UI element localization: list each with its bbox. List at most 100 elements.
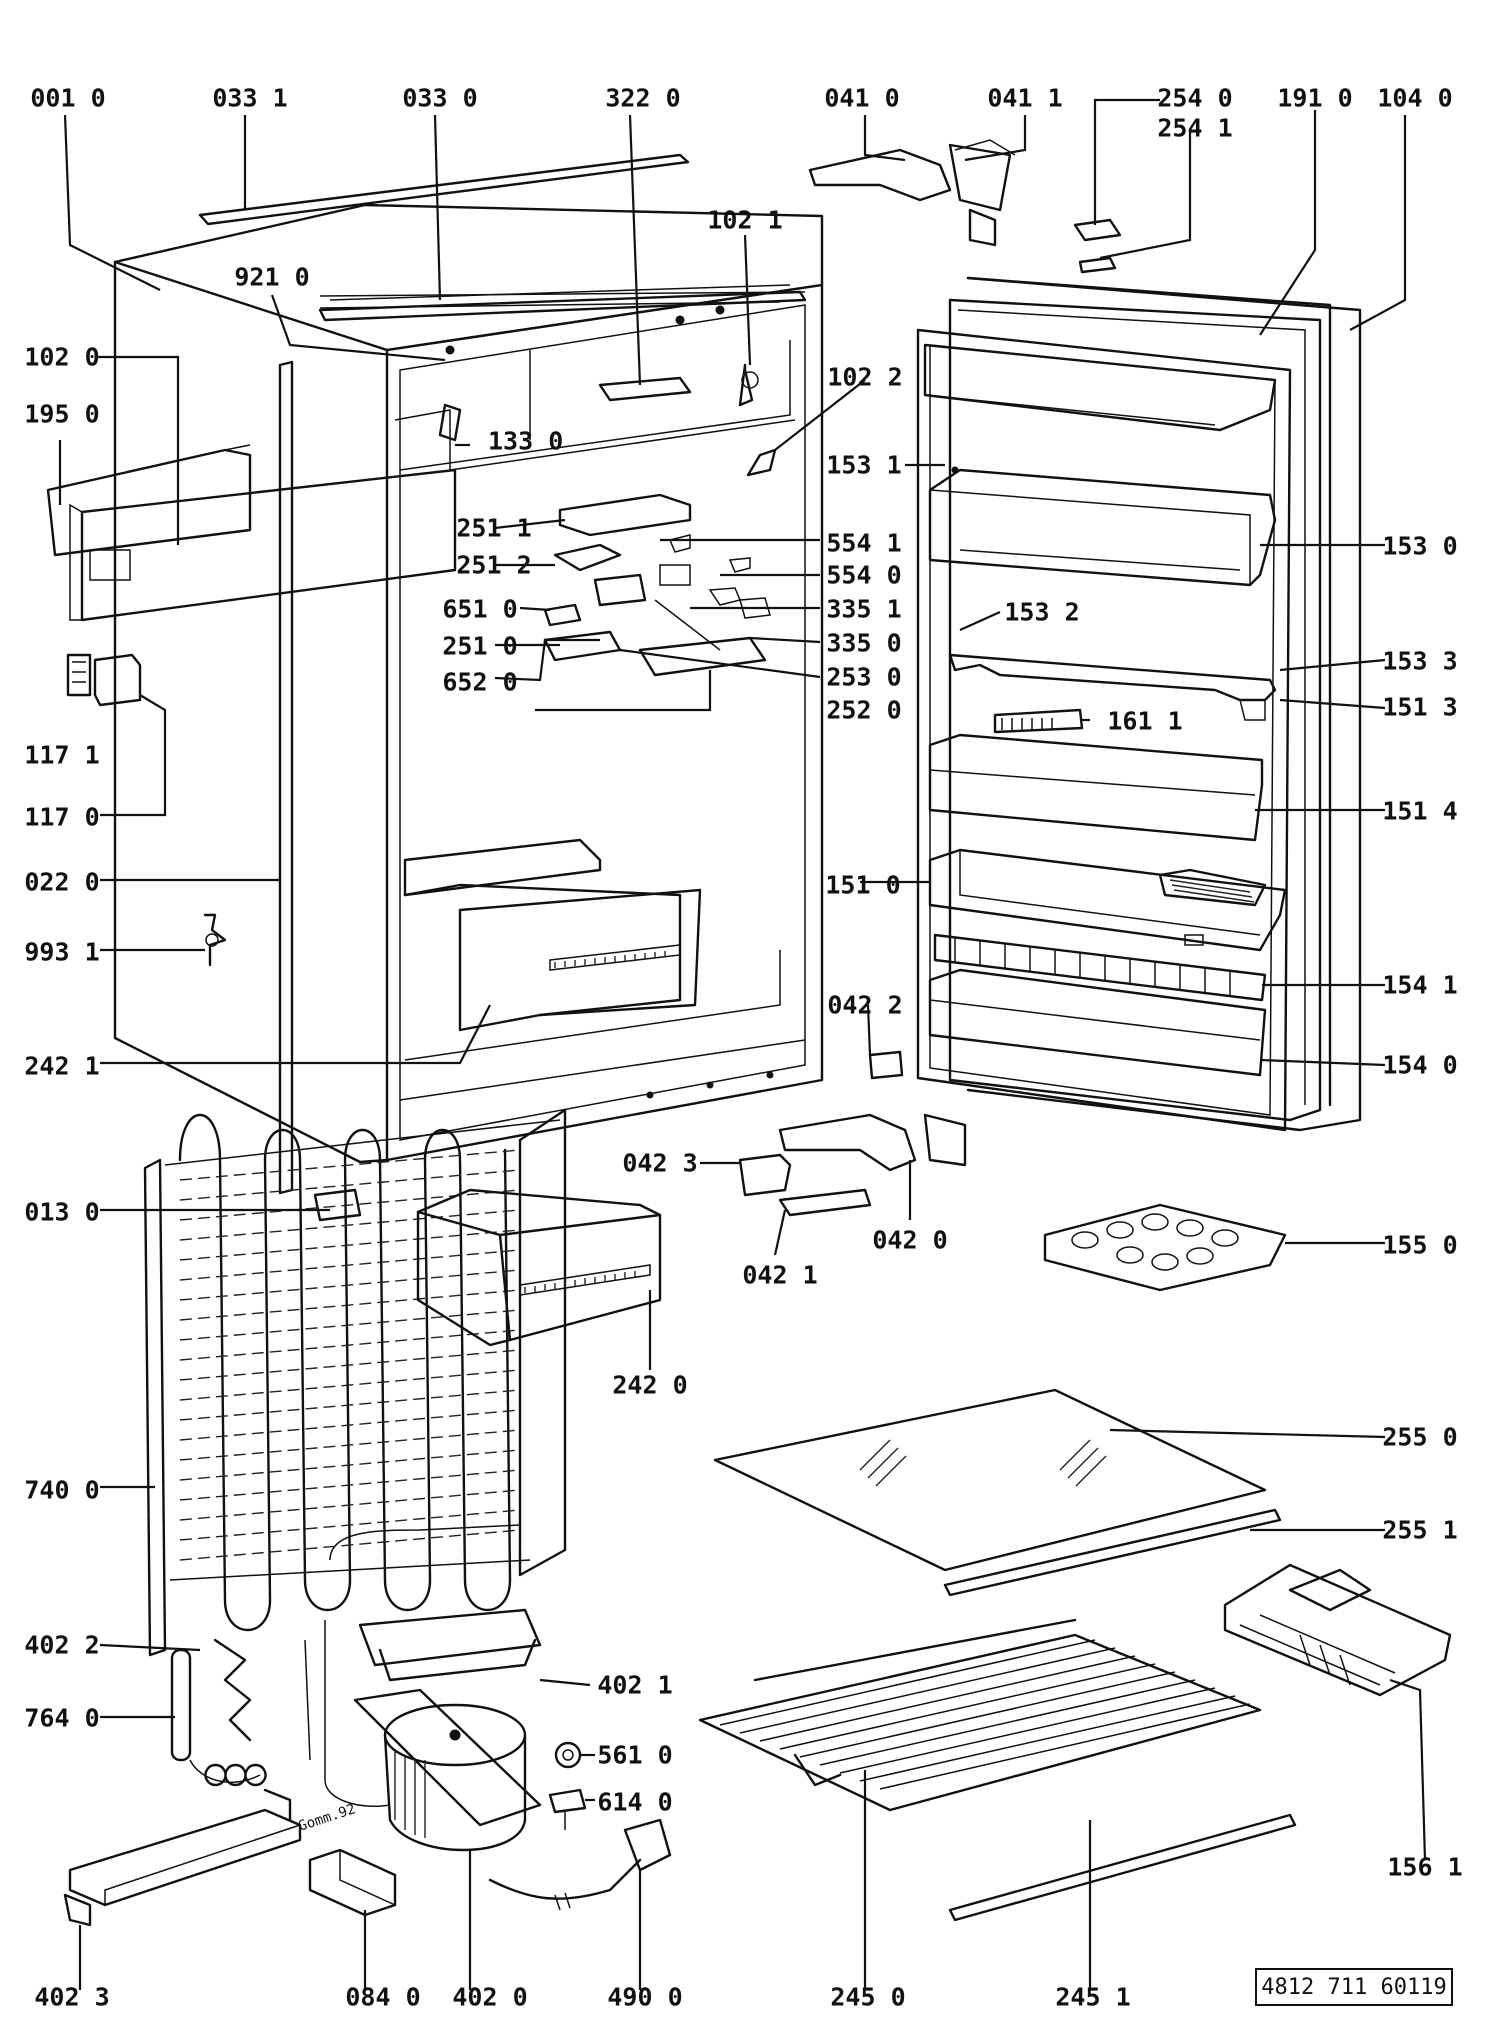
- part-label: 651 0: [442, 594, 518, 624]
- part-label: 041 1: [987, 83, 1063, 113]
- door-shelf-151-0: [928, 848, 1287, 952]
- part-label: 156 1: [1387, 1852, 1463, 1882]
- part-label: 022 0: [24, 867, 100, 897]
- part-label: 242 0: [612, 1370, 688, 1400]
- door-shelf-151-4: [928, 733, 1264, 842]
- part-993: [203, 913, 227, 967]
- part-label: 041 0: [824, 83, 900, 113]
- part-label: 033 0: [402, 83, 478, 113]
- parts-254: [1073, 218, 1122, 274]
- part-label: 195 0: [24, 399, 100, 429]
- front-panel-195: [46, 444, 457, 622]
- part-label: 335 1: [826, 594, 902, 624]
- door-shelf-top: [923, 343, 1277, 432]
- wire-shelf-245: [698, 1618, 1297, 1922]
- part-label: 245 1: [1055, 1982, 1131, 2012]
- part-label: 242 1: [24, 1051, 100, 1081]
- power-cord-490: [488, 1818, 672, 1911]
- part-label: 153 0: [1382, 531, 1458, 561]
- mounting-base-402-3: [63, 1788, 302, 1927]
- part-label: 153 1: [826, 450, 902, 480]
- part-label: 001 0: [30, 83, 106, 113]
- ice-tray-156: [1223, 1563, 1452, 1697]
- top-rails: [198, 153, 807, 322]
- glass-shelf-255: [713, 1388, 1282, 1597]
- part-label: 042 1: [742, 1260, 818, 1290]
- door-shelf-153-0: [928, 468, 1277, 587]
- part-label: 155 0: [1382, 1230, 1458, 1260]
- part-label: 013 0: [24, 1197, 100, 1227]
- reference-number: 4812 711 60119: [1261, 1974, 1447, 2000]
- door-gasket-191: [948, 298, 1322, 1122]
- reference-number-box: 4812 711 60119: [1255, 1968, 1453, 2006]
- hinge-041: [808, 139, 1016, 247]
- part-label: 251 2: [456, 550, 532, 580]
- part-label: 402 2: [24, 1630, 100, 1660]
- part-label: 322 0: [605, 83, 681, 113]
- part-label: 104 0: [1377, 83, 1453, 113]
- part-label: 154 0: [1382, 1050, 1458, 1080]
- part-label: 151 3: [1382, 692, 1458, 722]
- inner-top-components: [438, 363, 777, 477]
- part-label: 253 0: [826, 662, 902, 692]
- part-label: 740 0: [24, 1475, 100, 1505]
- part-label: 151 0: [825, 870, 901, 900]
- parts-561-614: [548, 1741, 587, 1830]
- part-label: 255 0: [1382, 1422, 1458, 1452]
- part-label: 764 0: [24, 1703, 100, 1733]
- hinge-042: [738, 1113, 967, 1217]
- part-label: 161 1: [1107, 706, 1183, 736]
- part-label: 251 0: [442, 631, 518, 661]
- part-label: 254 1: [1157, 113, 1233, 143]
- part-label: 554 1: [826, 528, 902, 558]
- part-label: 554 0: [826, 560, 902, 590]
- egg-tray-155: [1043, 1203, 1287, 1292]
- leader-lines: [58, 98, 1427, 1990]
- part-label: 117 0: [24, 802, 100, 832]
- part-042-2: [868, 1050, 904, 1080]
- part-label: 252 0: [826, 695, 902, 725]
- crisper-drawer-242-0: [416, 1188, 662, 1347]
- part-label: 191 0: [1277, 83, 1353, 113]
- part-label: 245 0: [830, 1982, 906, 2012]
- part-label: 251 1: [456, 513, 532, 543]
- part-label: 490 0: [607, 1982, 683, 2012]
- part-label: 335 0: [826, 628, 902, 658]
- part-label: 102 1: [707, 205, 783, 235]
- part-label: 151 4: [1382, 796, 1458, 826]
- part-label: 102 0: [24, 342, 100, 372]
- control-components: [543, 493, 771, 677]
- parts-117: [66, 653, 142, 707]
- part-label: 402 3: [34, 1982, 110, 2012]
- part-label: 255 1: [1382, 1515, 1458, 1545]
- part-label: 254 0: [1157, 83, 1233, 113]
- part-label: 614 0: [597, 1787, 673, 1817]
- part-label: 033 1: [212, 83, 288, 113]
- part-label: 042 2: [827, 990, 903, 1020]
- part-label: 402 0: [452, 1982, 528, 2012]
- tube-022: [278, 360, 294, 1195]
- door-shelf-154-0: [928, 968, 1267, 1077]
- door-shelf-154-1: [933, 933, 1267, 1002]
- part-label: 153 2: [1004, 597, 1080, 627]
- drier-764: [170, 1648, 267, 1787]
- part-label: 154 1: [1382, 970, 1458, 1000]
- part-label: 153 3: [1382, 646, 1458, 676]
- part-label: 652 0: [442, 667, 518, 697]
- part-label: 102 2: [827, 362, 903, 392]
- part-label: 402 1: [597, 1670, 673, 1700]
- part-label: 042 0: [872, 1225, 948, 1255]
- part-label: 117 1: [24, 740, 100, 770]
- part-label: 084 0: [345, 1982, 421, 2012]
- part-label: 561 0: [597, 1740, 673, 1770]
- door-liner: [916, 328, 1292, 1132]
- part-161-1: [993, 708, 1084, 734]
- part-084: [308, 1848, 397, 1917]
- compressor-402: [304, 1524, 542, 1852]
- bracket-402-2: [213, 1638, 252, 1742]
- part-label: 993 1: [24, 937, 100, 967]
- crisper-drawer-242-1: [403, 838, 702, 1032]
- part-label: 042 3: [622, 1148, 698, 1178]
- condenser-740: [143, 1108, 567, 1657]
